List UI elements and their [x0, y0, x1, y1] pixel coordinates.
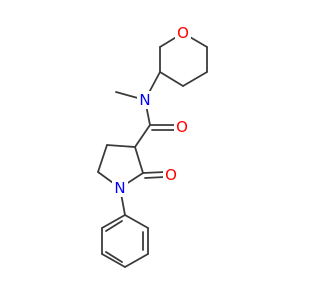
bond-ring-c4-c3 — [106, 144, 136, 148]
lactam-oxygen-label: O — [165, 166, 177, 184]
bond-ph-1 — [124, 214, 149, 229]
atom-labels: O N O O N — [112, 24, 191, 197]
bond-ph-inner-3 — [105, 220, 123, 232]
bond-lactam-c-o-1 — [142, 171, 166, 174]
amide-oxygen-label: O — [176, 118, 188, 136]
lactam-nitrogen-atom: N — [112, 179, 128, 197]
bond-ring-c5-c4 — [97, 144, 108, 173]
thp-oxygen-atom: O — [175, 24, 191, 42]
amide-oxygen-atom: O — [174, 118, 190, 136]
bond-lactam-c-o-2 — [144, 176, 166, 179]
bonds — [97, 32, 208, 268]
amide-nitrogen-atom: N — [137, 91, 153, 109]
bond-ph-4 — [101, 253, 126, 268]
lactam-oxygen-atom: O — [163, 166, 179, 184]
thp-oxygen-label: O — [177, 24, 189, 42]
molecule-structure-diagram: O N O O N — [97, 24, 208, 268]
bond-ph-6 — [101, 214, 126, 229]
lactam-nitrogen-label: N — [114, 179, 125, 197]
bond-ring-c3-c2 — [134, 146, 144, 174]
bond-amide-c-ring-c3 — [134, 124, 151, 148]
amide-nitrogen-label: N — [139, 91, 150, 109]
bond-thp-c2-c3 — [182, 71, 208, 87]
bond-ph-3 — [124, 253, 149, 268]
bond-thp-c3-c4 — [159, 71, 184, 87]
bond-ph-inner-2 — [105, 251, 123, 263]
